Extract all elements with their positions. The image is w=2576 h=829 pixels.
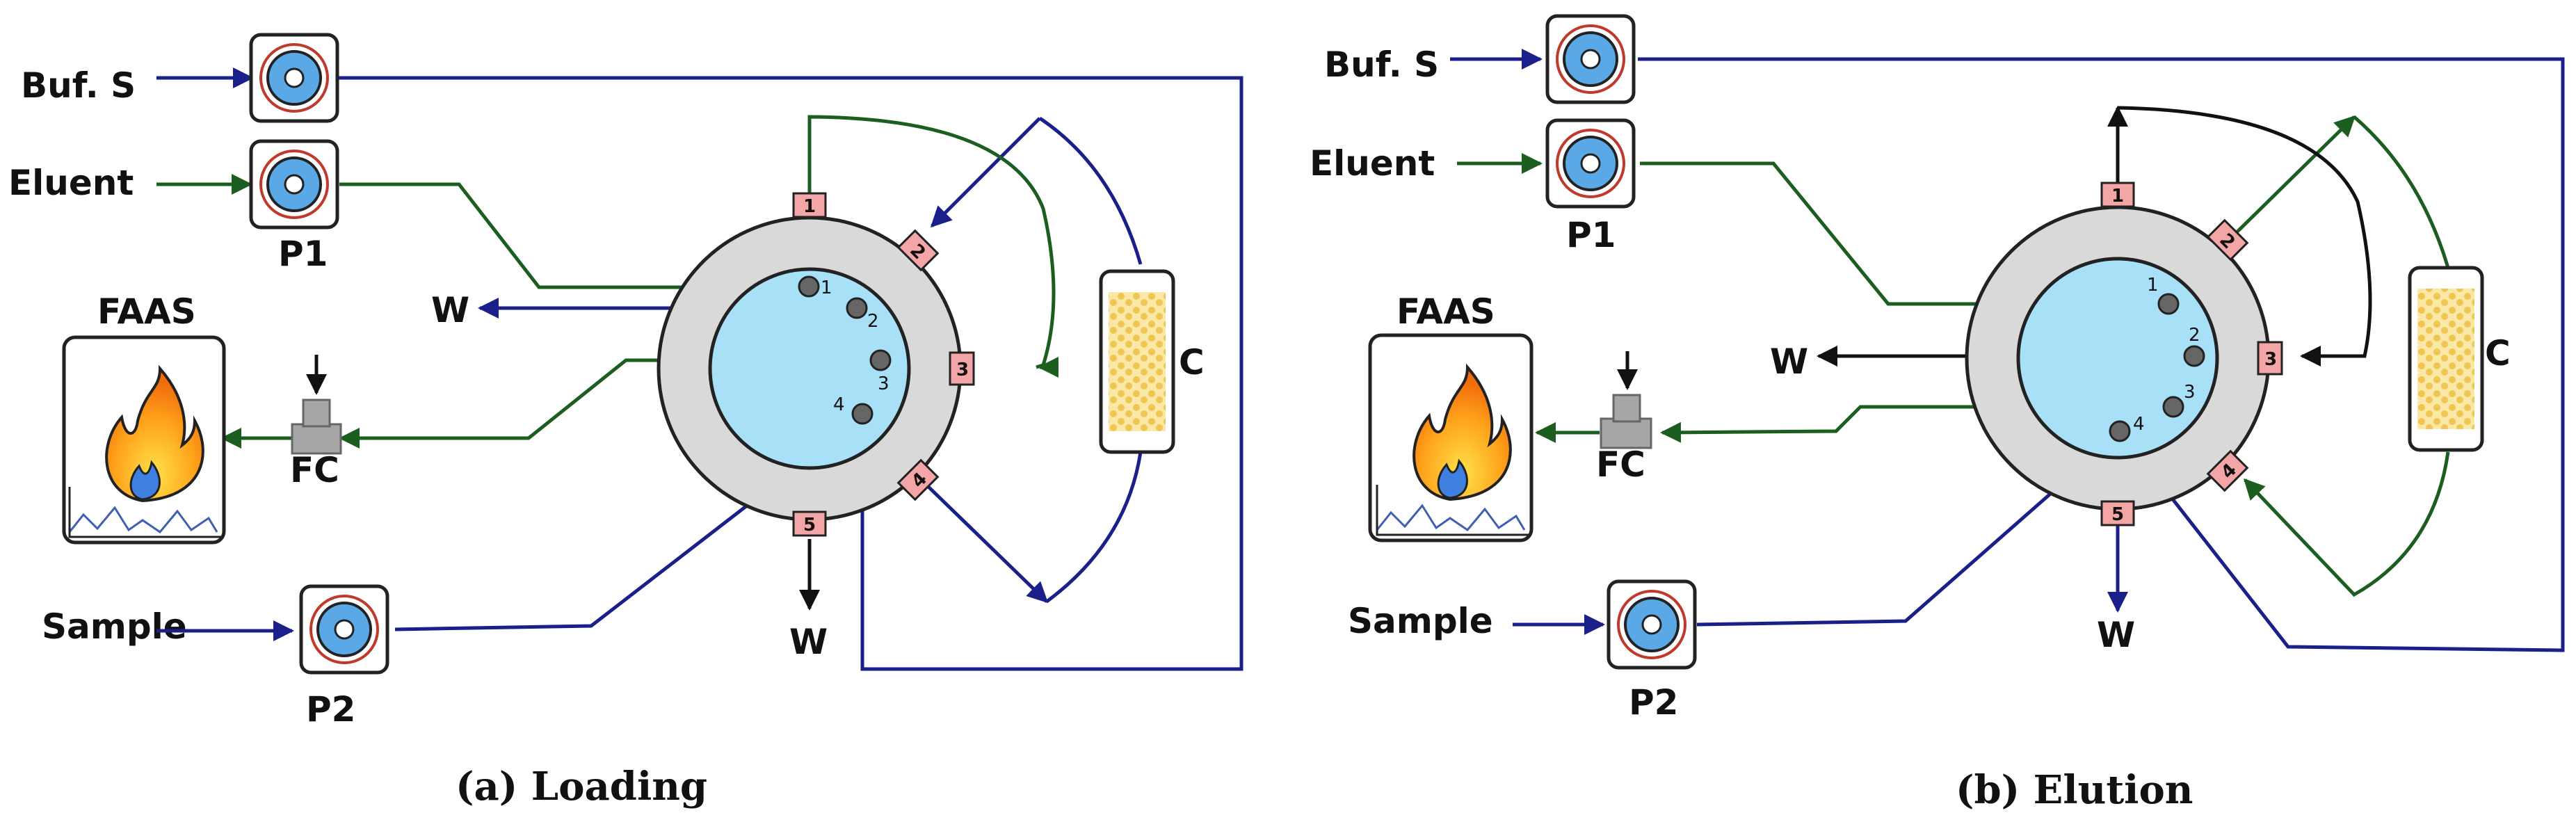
injection-valve: 1 2 3 4 5 1 (657, 192, 975, 537)
column-icon (2408, 266, 2484, 452)
buffer-to-hole4-line (337, 76, 1243, 671)
valve-port-1: 1 (792, 192, 827, 218)
injection-valve: 1 2 3 4 5 1 2 (1965, 182, 2283, 526)
eluent-to-hole1-line (339, 182, 812, 298)
svg-text:2: 2 (867, 311, 879, 332)
svg-text:4: 4 (833, 394, 845, 415)
detector-label: FAAS (1396, 291, 1495, 332)
valve-port-4: 4 (896, 458, 940, 501)
sample-label: Sample (42, 606, 187, 647)
waste-bottom-label: W (789, 622, 828, 662)
rotor-hole-4: 4 (833, 394, 874, 425)
waste-bottom-label: W (2097, 615, 2135, 655)
port4-line (927, 485, 1049, 604)
waste-left-label: W (431, 290, 469, 330)
caption-elution: (b) Elution (1956, 767, 2193, 813)
flow-cell-label: FC (1596, 444, 1645, 485)
buffer-label: Buf. S (21, 65, 136, 106)
caption-loading: (a) Loading (456, 764, 707, 810)
column-to-port4-line (2243, 451, 2450, 597)
valve-port-5: 5 (2100, 500, 2135, 526)
port1-to-port3-arc (807, 115, 1056, 369)
peristaltic-pump-icon (249, 139, 339, 230)
rotor-hole-1: 1 (2147, 275, 2180, 315)
blue-tubing (156, 67, 1243, 671)
sample-to-hole4-line (1696, 433, 2120, 627)
peristaltic-pump-icon (1545, 14, 1636, 104)
waste-left-label: W (1770, 341, 1808, 382)
valve-port-1: 1 (2100, 182, 2135, 208)
pump2-label: P2 (306, 689, 355, 730)
buffer-label: Buf. S (1324, 45, 1439, 85)
rotor-hole-3: 3 (869, 349, 892, 394)
peristaltic-pump-icon (1545, 118, 1636, 209)
to-port2-line (930, 117, 1041, 228)
svg-text:1: 1 (2111, 186, 2124, 207)
column-bottom-line (1045, 451, 1143, 604)
pump1-label: P1 (278, 234, 328, 274)
buffer-to-hole4-line (1638, 57, 2565, 652)
rotor-hole-1: 1 (798, 275, 832, 298)
pump1-label: P1 (1566, 215, 1616, 255)
flow-cell-icon (1600, 394, 1652, 449)
flame-icon (105, 364, 204, 503)
svg-text:3: 3 (2184, 382, 2196, 403)
column-icon (1099, 269, 1175, 454)
peristaltic-pump-icon (1607, 579, 1697, 670)
pump2-label: P2 (1629, 682, 1678, 723)
flow-cell-icon (291, 399, 342, 455)
svg-text:3: 3 (878, 373, 889, 394)
column-label: C (1179, 342, 1205, 383)
faas-detector (62, 335, 226, 545)
rotor-hole-2: 2 (2183, 325, 2205, 367)
svg-text:1: 1 (821, 277, 832, 298)
peristaltic-pump-icon (299, 584, 389, 675)
rotor-hole-4: 4 (2109, 414, 2145, 442)
valve-port-2: 2 (896, 229, 940, 272)
faas-detector (1368, 333, 1533, 542)
rotor-hole-3: 3 (2162, 382, 2196, 418)
svg-text:4: 4 (2133, 414, 2145, 435)
rotor-hole-2: 2 (846, 297, 879, 332)
valve-port-2: 2 (2206, 218, 2249, 261)
valve-port-5: 5 (792, 510, 827, 537)
svg-text:2: 2 (2189, 325, 2200, 346)
flow-cell-label: FC (290, 450, 339, 490)
eluent-label: Eluent (8, 163, 134, 203)
blue-tubing (1450, 49, 2565, 652)
svg-text:3: 3 (956, 360, 969, 380)
panel-loading: Buf. S Eluent P1 FAAS W IV C FC Sample P… (8, 33, 1243, 810)
svg-text:5: 5 (803, 515, 816, 536)
svg-text:3: 3 (2264, 349, 2277, 370)
valve-port-3: 3 (949, 351, 975, 386)
arc-to-port3-line (2117, 106, 2372, 367)
port2-to-column-line (2231, 115, 2356, 238)
panel-elution: Buf. S Eluent P1 FAAS W IV C FC Sample P… (1310, 14, 2565, 813)
valve-port-4: 4 (2206, 449, 2249, 492)
column-label: C (2485, 333, 2511, 373)
column-top-line (2353, 115, 2450, 268)
flame-icon (1412, 363, 1512, 501)
detector-label: FAAS (97, 291, 196, 332)
peristaltic-pump-icon (249, 33, 339, 123)
eluent-label: Eluent (1310, 143, 1435, 184)
valve-port-3: 3 (2257, 341, 2283, 376)
svg-text:1: 1 (2147, 275, 2159, 296)
column-top-to-arc-line (1038, 116, 1143, 265)
sample-label: Sample (1348, 601, 1493, 641)
svg-text:5: 5 (2111, 504, 2124, 525)
svg-text:1: 1 (803, 196, 816, 217)
